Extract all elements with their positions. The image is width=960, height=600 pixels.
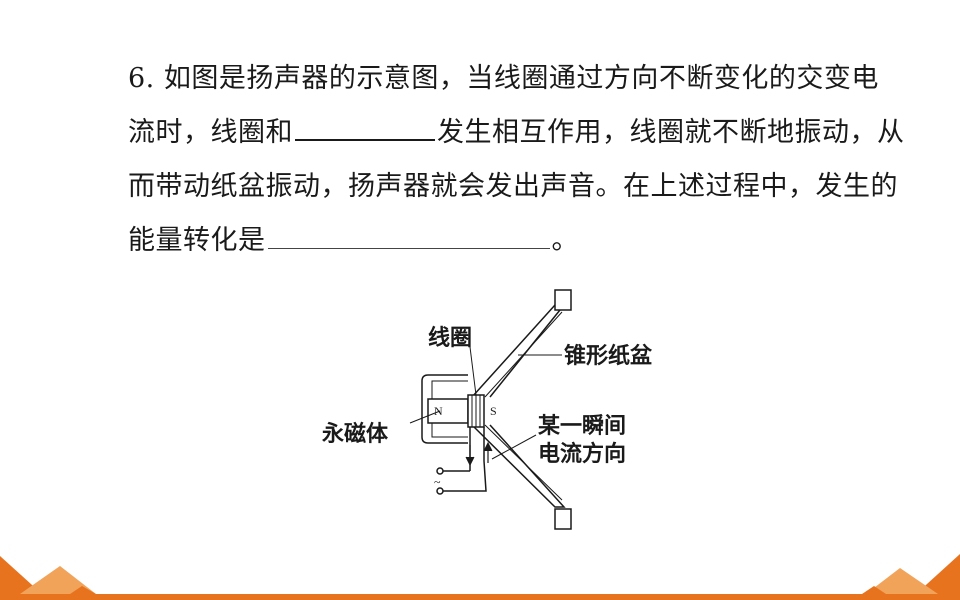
line2-part-a: 流时，线圈和 [128,117,293,148]
lead-wire-right [442,427,487,492]
cone-label: 锥形纸盆 [564,343,653,369]
leader-coil [469,346,477,396]
line4-part-a: 能量转化是 [128,225,266,256]
coil-label: 线圈 [428,325,472,351]
terminal-bottom [436,487,444,495]
current-label-2: 电流方向 [538,441,626,467]
question-line-2: 流时，线圈和 发生相互作用，线圈就不断地振动，从 [128,106,928,160]
line2-part-b: 发生相互作用，线圈就不断地振动，从 [437,117,905,148]
question-line-1: 6. 如图是扬声器的示意图，当线圈通过方向不断变化的交变电 [128,63,879,94]
answer-blank-1[interactable] [295,109,435,141]
speaker-diagram: N S ~ 线圈 锥形纸盆 永磁体 某一瞬间 电流方向 [322,289,653,530]
leader-current [491,434,537,460]
answer-blank-2[interactable] [267,218,550,249]
footer-decoration [0,554,960,600]
pole-s-label: S [490,404,497,418]
line4-part-b: 。 [551,225,579,256]
terminal-top [436,467,444,475]
current-label-1: 某一瞬间 [538,413,626,439]
cone-edge-top [554,289,572,311]
leader-magnet [409,410,441,424]
question-line-3: 而带动纸盆振动，扬声器就会发出声音。在上述过程中，发生的 [128,171,898,202]
magnet-label: 永磁体 [322,421,389,447]
question-text: 6. 如图是扬声器的示意图，当线圈通过方向不断变化的交变电 流时，线圈和 发生相互… [128,52,928,268]
cone-upper-wall [471,304,566,398]
magnet-pot [421,374,468,444]
question-line-4: 能量转化是 。 [128,214,928,268]
ac-symbol: ~ [434,475,441,489]
pole-n-label: N [434,404,443,418]
cone-edge-bottom [554,508,572,530]
